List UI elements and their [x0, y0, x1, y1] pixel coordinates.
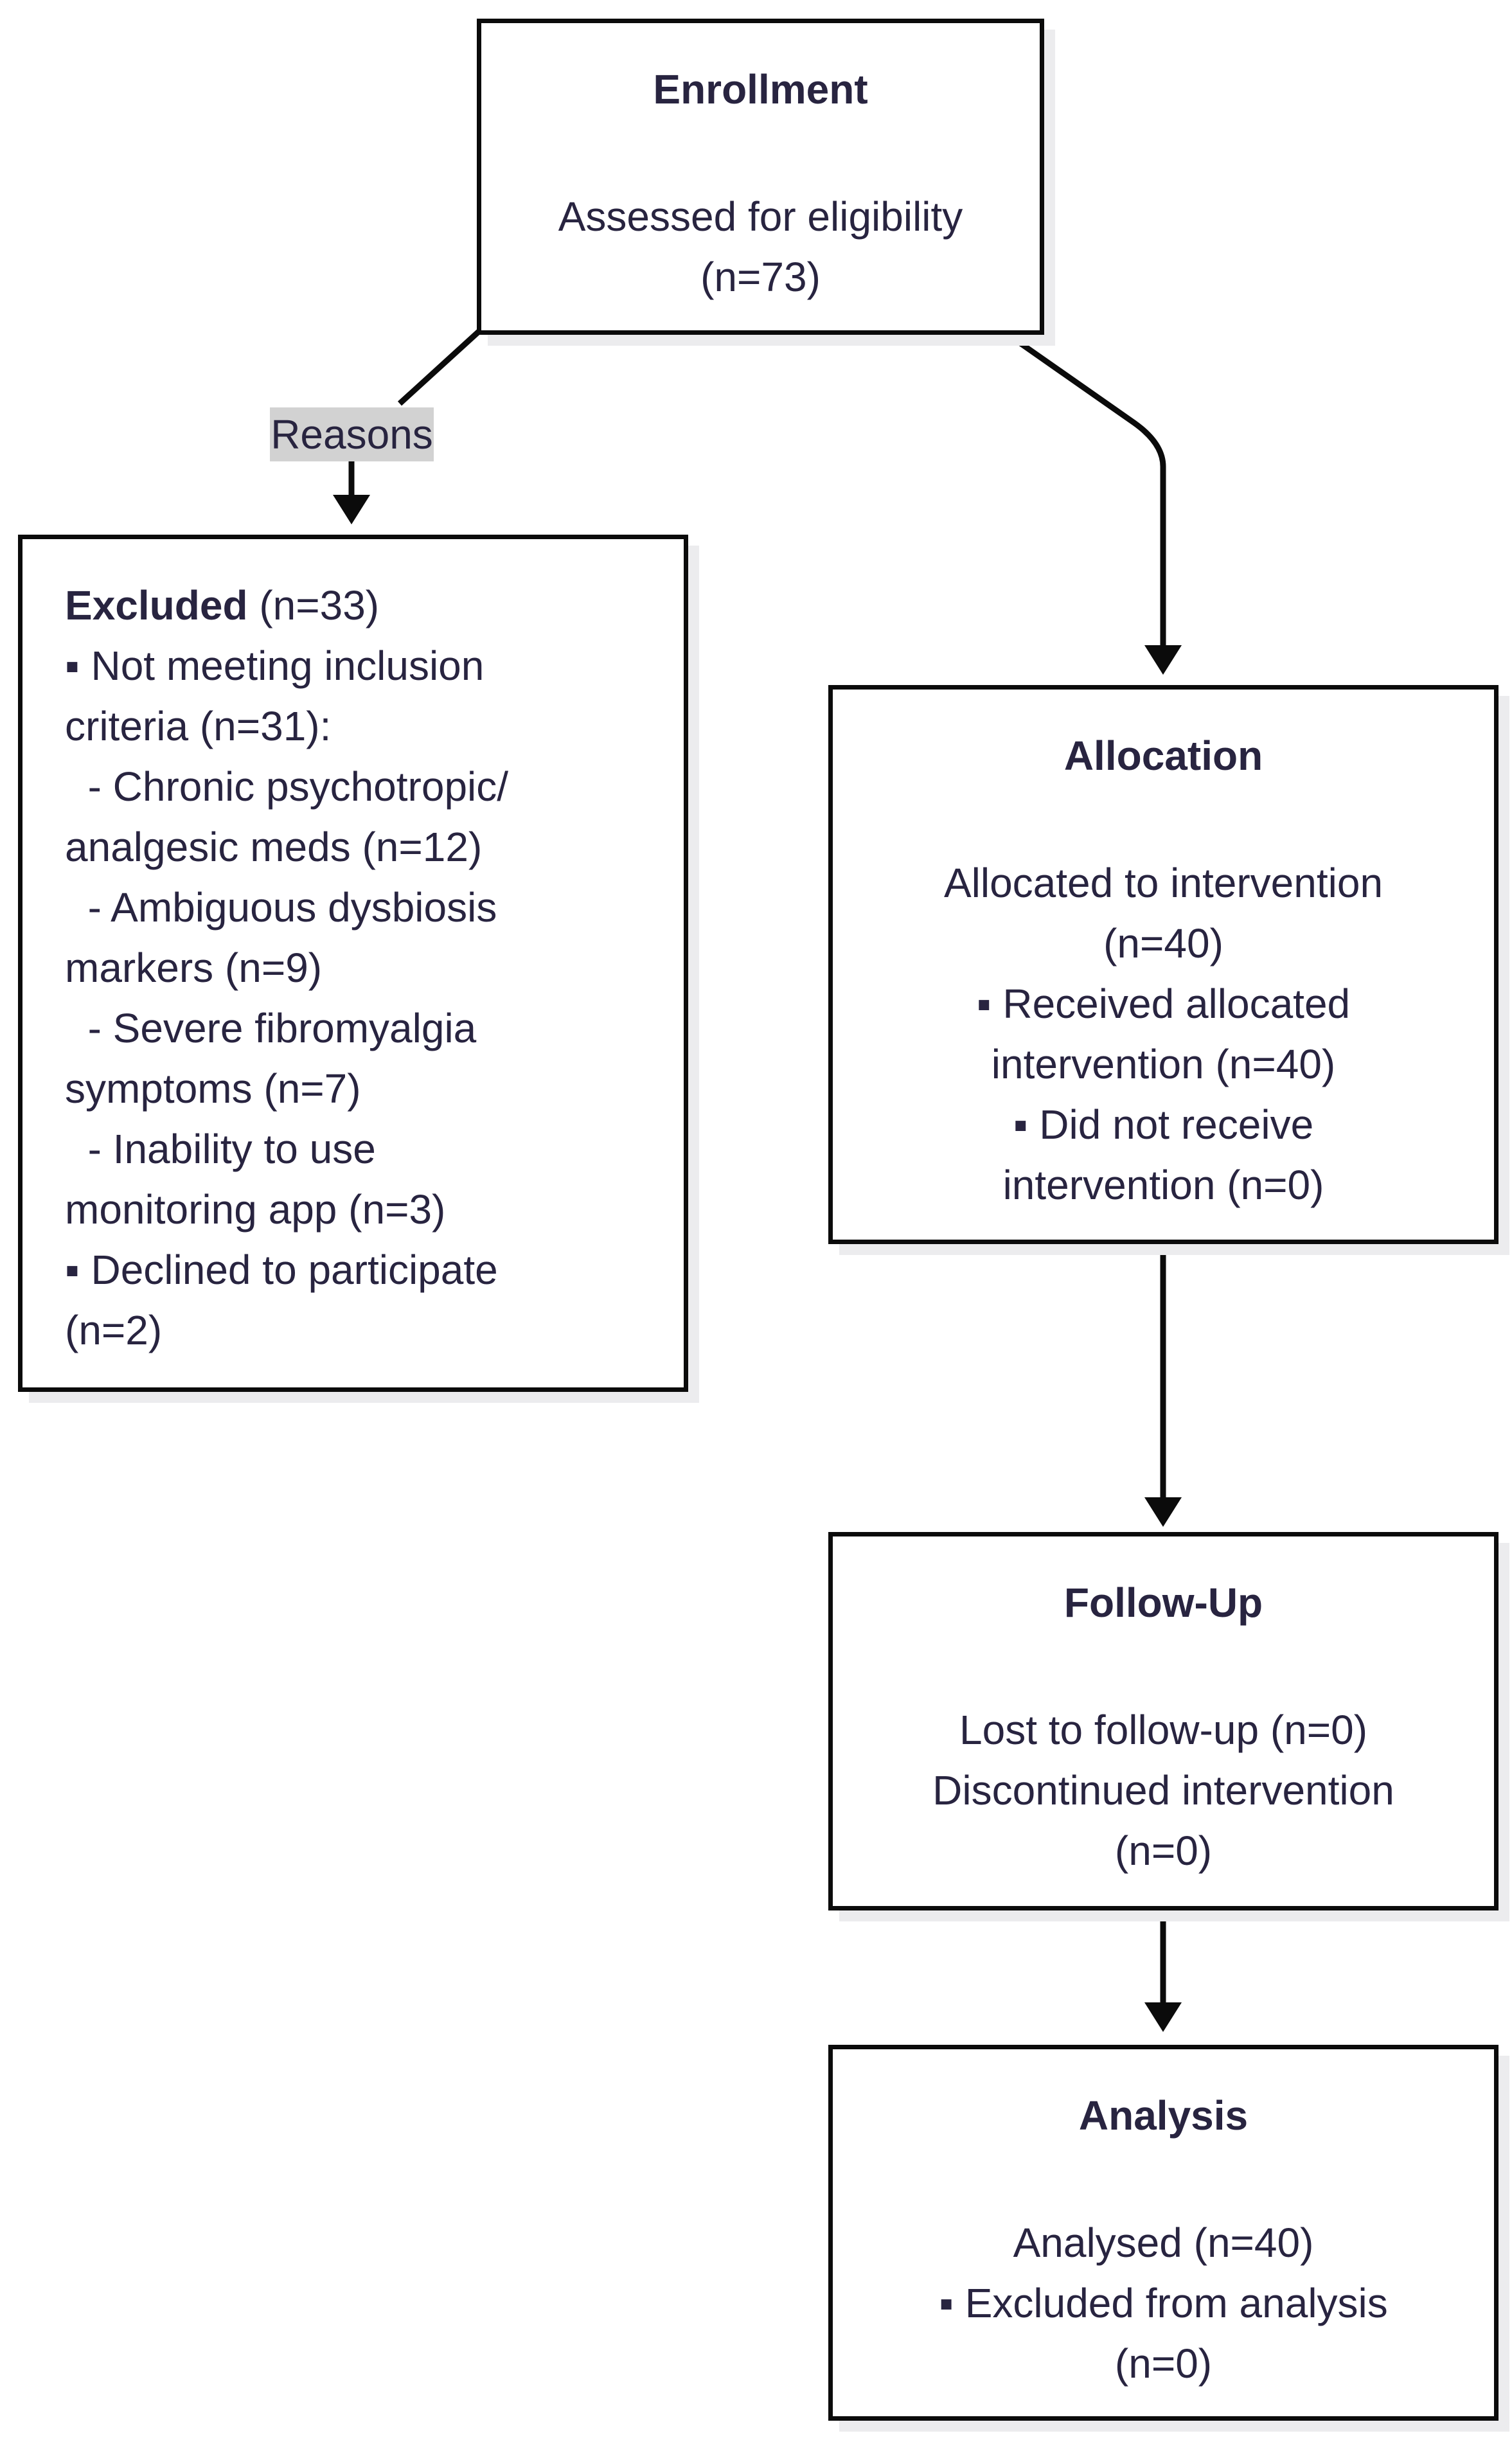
allocation-body: Allocated to intervention (n=40) ▪ Receive… — [833, 853, 1494, 1215]
excluded-line: - Inability to use — [65, 1126, 376, 1172]
arrowhead-excluded — [333, 495, 370, 524]
excluded-line: ▪ Declined to participate — [65, 1247, 498, 1293]
analysis-line: Analysed (n=40) — [1013, 2220, 1314, 2266]
edge-enrollment-to-reasons — [397, 329, 481, 406]
analysis-line: (n=0) — [1114, 2340, 1213, 2387]
excluded-line: - Ambiguous dysbiosis — [65, 884, 497, 931]
enrollment-line: (n=73) — [700, 254, 821, 300]
enrollment-line: Assessed for eligibility — [558, 193, 963, 240]
arrowhead-followup — [1144, 1497, 1182, 1527]
followup-line: Discontinued intervention — [932, 1767, 1394, 1813]
analysis-title: Analysis — [1078, 2092, 1249, 2139]
analysis-line: ▪ Excluded from analysis — [939, 2280, 1388, 2326]
excluded-line: symptoms (n=7) — [65, 1065, 361, 1112]
allocation-line: intervention (n=0) — [1002, 1162, 1324, 1208]
excluded-line: - Chronic psychotropic/ — [65, 763, 509, 810]
allocation-line: ▪ Did not receive — [1013, 1101, 1314, 1148]
allocation-line: Allocated to intervention — [943, 860, 1383, 906]
reasons-label: Reasons — [270, 407, 434, 461]
arrowhead-analysis — [1144, 2002, 1182, 2032]
analysis-box: Analysis Analysed (n=40) ▪ Excluded from … — [828, 2045, 1499, 2421]
excluded-line: criteria (n=31): — [65, 703, 332, 749]
excluded-line: ▪ Not meeting inclusion — [65, 643, 485, 689]
analysis-body: Analysed (n=40) ▪ Excluded from analysis (… — [833, 2213, 1494, 2394]
excluded-line: analgesic meds (n=12) — [65, 824, 483, 870]
allocation-line: (n=40) — [1103, 920, 1223, 966]
allocation-line: ▪ Received allocated — [976, 981, 1351, 1027]
excluded-title-count: (n=33) — [247, 582, 380, 628]
excluded-title: Excluded (n=33) — [65, 575, 664, 636]
followup-line: Lost to follow-up (n=0) — [959, 1707, 1367, 1753]
excluded-line: (n=2) — [65, 1307, 163, 1353]
followup-title: Follow-Up — [1063, 1580, 1263, 1626]
enrollment-box: Enrollment Assessed for eligibility (n=73… — [477, 19, 1044, 335]
excluded-line: - Severe fibromyalgia — [65, 1005, 477, 1051]
allocation-line: intervention (n=40) — [991, 1041, 1336, 1087]
enrollment-title: Enrollment — [653, 66, 868, 112]
arrowhead-allocation — [1144, 645, 1182, 675]
followup-line: (n=0) — [1114, 1828, 1213, 1874]
followup-body: Lost to follow-up (n=0) Discontinued inte… — [833, 1700, 1494, 1881]
excluded-line: monitoring app (n=3) — [65, 1186, 446, 1233]
allocation-title: Allocation — [1063, 733, 1263, 779]
enrollment-body: Assessed for eligibility (n=73) — [481, 186, 1040, 307]
excluded-line: markers (n=9) — [65, 945, 323, 991]
followup-box: Follow-Up Lost to follow-up (n=0) Discont… — [828, 1532, 1499, 1910]
allocation-box: Allocation Allocated to intervention (n=4… — [828, 685, 1499, 1244]
edge-enrollment-to-allocation — [1002, 329, 1166, 648]
excluded-title-bold: Excluded — [65, 582, 248, 628]
excluded-box: Excluded (n=33) ▪ Not meeting inclusion c… — [18, 535, 688, 1392]
